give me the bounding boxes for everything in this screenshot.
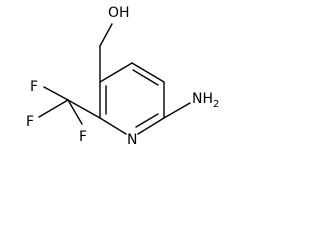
amino-label: NH2	[192, 91, 219, 110]
ring-nitrogen-label: N	[127, 132, 137, 148]
bond-cf3-f2	[38, 99, 69, 118]
bond-c6-n1	[137, 117, 165, 135]
bond-cf3-f3	[67, 99, 83, 125]
bond-c3-c4	[99, 62, 133, 83]
amino-subscript: 2	[213, 99, 219, 110]
bond-cf3-f1	[43, 86, 69, 101]
fluorine-top-label: F	[30, 79, 38, 95]
amino-nh: NH	[192, 91, 213, 107]
bond-c4-c5-inner	[132, 69, 159, 86]
bond-ch2-o	[99, 23, 113, 47]
molecule-structure: OH N F F F NH2	[26, 5, 219, 148]
hydroxyl-label: OH	[108, 5, 130, 21]
bond-c4-c5	[131, 62, 165, 83]
fluorine-left-label: F	[26, 114, 34, 130]
bond-c2-cf3	[67, 99, 101, 119]
bond-n1-c2	[99, 117, 127, 135]
bond-c6-nh2	[163, 102, 191, 119]
fluorine-bottom-label: F	[79, 129, 87, 145]
bond-c6-n1-inner	[135, 113, 159, 128]
